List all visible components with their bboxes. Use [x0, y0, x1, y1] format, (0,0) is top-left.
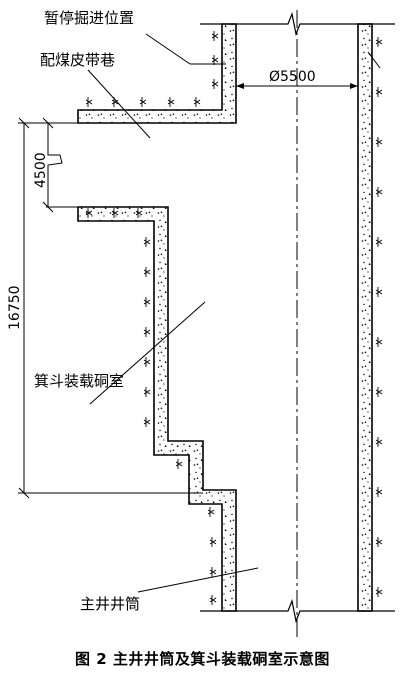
left-lining-chamber — [77, 206, 237, 612]
rock-hatching-right — [375, 37, 383, 597]
figure-caption: 图 2 主井井筒及箕斗装载硐室示意图 — [75, 650, 330, 668]
rock-hatching-left — [85, 31, 219, 605]
skip-chamber-label: 箕斗装载硐室 — [34, 372, 124, 390]
left-lining-upper — [77, 23, 237, 124]
vertical-dimensions — [18, 117, 203, 499]
diameter-label: Ø5500 — [269, 69, 316, 85]
left-lining — [77, 23, 237, 612]
break-lines — [200, 11, 395, 624]
right-lining — [357, 23, 373, 612]
dim-16750-label: 16750 — [7, 285, 23, 330]
main-shaft-label: 主井井筒 — [80, 595, 140, 613]
coal-roadway-label: 配煤皮带巷 — [40, 51, 115, 69]
stop-position-label: 暂停掘进位置 — [44, 9, 134, 27]
leader-lines — [87, 33, 381, 593]
diameter-dimension: Ø5500 — [236, 69, 358, 89]
dim-4500-label: 4500 — [33, 152, 49, 188]
